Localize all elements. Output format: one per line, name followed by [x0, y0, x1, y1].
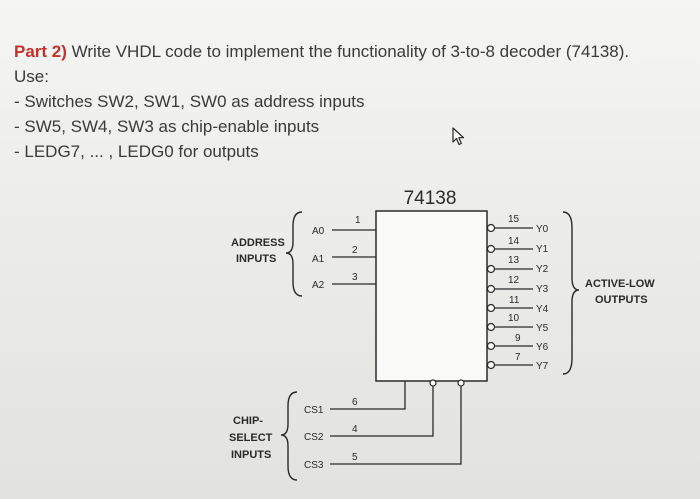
address-brace	[285, 211, 303, 297]
chip-select-label-3: INPUTS	[231, 449, 271, 461]
pin-number-14: 14	[508, 236, 520, 247]
pin-number-11: 11	[509, 295, 520, 306]
instruction-item-3: - LEDG7, ... , LEDG0 for outputs	[14, 142, 259, 161]
output-pin-y2: 13 Y2	[486, 255, 549, 275]
inversion-bubble-cs2	[429, 379, 437, 387]
select-pin-cs3: CS3 5	[304, 379, 465, 471]
pin-number-2: 2	[352, 245, 358, 256]
inversion-bubble-cs3	[457, 379, 465, 387]
address-pin-a2: A2 3	[312, 272, 376, 291]
select-pin-cs2: CS2 4	[304, 379, 437, 443]
output-pin-y1: 14 Y1	[486, 236, 549, 255]
use-label: Use:	[14, 67, 49, 86]
output-bubble-y7	[486, 360, 496, 370]
pin-line-cs1	[330, 381, 406, 410]
pin-name-cs3: CS3	[304, 460, 324, 471]
pin-number-1: 1	[355, 215, 361, 226]
outputs-label-1: ACTIVE-LOW	[585, 278, 655, 290]
outputs-brace	[562, 211, 580, 375]
chip-body	[375, 210, 488, 382]
output-pin-y5: 10 Y5	[486, 313, 549, 334]
instruction-item-1: - Switches SW2, SW1, SW0 as address inpu…	[14, 92, 365, 111]
pin-number-6: 6	[352, 397, 358, 408]
output-pin-y3: 12 Y3	[486, 275, 549, 295]
output-bubble-y2	[486, 264, 496, 274]
pin-number-12: 12	[508, 275, 520, 286]
pin-name-a0: A0	[312, 226, 325, 237]
pin-name-cs1: CS1	[304, 405, 324, 416]
chip-select-brace	[280, 391, 298, 481]
chip-name: 74138	[404, 188, 457, 209]
pin-number-3: 3	[352, 272, 358, 283]
pin-name-a2: A2	[312, 280, 325, 291]
pin-line-cs3	[330, 386, 462, 465]
output-bubble-y0	[486, 223, 496, 233]
pin-number-10: 10	[508, 313, 520, 324]
pin-name-y6: Y6	[536, 342, 549, 353]
pin-name-y0: Y0	[536, 224, 549, 235]
output-bubble-y6	[486, 341, 496, 351]
select-pin-cs1: CS1 6	[304, 381, 406, 416]
pin-number-7: 7	[515, 352, 521, 363]
pin-line-cs2	[330, 386, 434, 437]
pin-name-a1: A1	[312, 254, 325, 265]
output-bubble-y3	[486, 284, 496, 294]
pin-number-15: 15	[508, 214, 520, 225]
pin-number-5: 5	[352, 452, 358, 463]
output-pin-y4: 11 Y4	[486, 295, 549, 315]
assignment-title: Part 2) Write VHDL code to implement the…	[14, 42, 629, 62]
mouse-pointer-icon	[452, 127, 466, 152]
pin-name-y5: Y5	[536, 323, 549, 334]
pin-number-9: 9	[515, 333, 521, 344]
pin-name-cs2: CS2	[304, 432, 324, 443]
output-bubble-y5	[486, 322, 496, 332]
pin-name-y2: Y2	[536, 264, 549, 275]
chip-select-label-1: CHIP-	[233, 415, 263, 427]
pin-name-y1: Y1	[536, 244, 549, 255]
outputs-label-2: OUTPUTS	[595, 294, 648, 306]
chip-select-label-2: SELECT	[229, 432, 273, 444]
output-pin-y6: 9 Y6	[486, 333, 549, 353]
pin-number-4: 4	[352, 424, 358, 435]
pin-name-y7: Y7	[536, 361, 549, 372]
part-label: Part 2)	[14, 42, 67, 61]
pin-name-y4: Y4	[536, 304, 549, 315]
output-pin-y7: 7 Y7	[486, 352, 549, 372]
part-text: Write VHDL code to implement the functio…	[66, 42, 630, 61]
address-label-1: ADDRESS	[231, 237, 285, 249]
address-label-2: INPUTS	[236, 253, 276, 265]
address-pin-a1: A1 2	[312, 245, 376, 265]
output-bubble-y4	[486, 303, 496, 313]
pin-number-13: 13	[508, 255, 520, 266]
instruction-item-2: - SW5, SW4, SW3 as chip-enable inputs	[14, 117, 320, 136]
pin-name-y3: Y3	[536, 284, 549, 295]
output-pin-y0: 15 Y0	[486, 214, 549, 235]
address-pin-a0: A0 1	[312, 215, 376, 237]
output-bubble-y1	[486, 244, 496, 254]
